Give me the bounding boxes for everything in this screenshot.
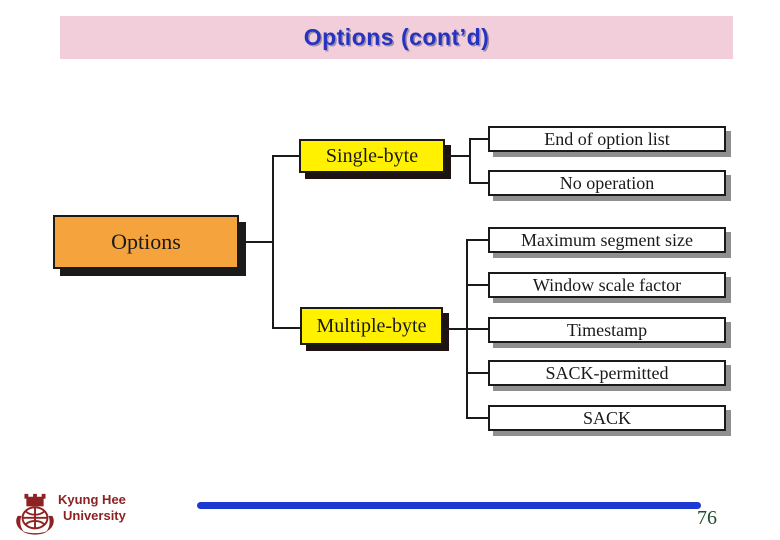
org-name-line2: University (63, 508, 126, 523)
connector-stub-no-operation (469, 182, 488, 184)
connector-stub-sack-permitted (466, 372, 488, 374)
leaf-label: Maximum segment size (521, 229, 693, 250)
leaf-window-scale-factor: Window scale factor (488, 272, 726, 298)
connector-multi-vertical (466, 239, 468, 419)
node-multiple-byte: Multiple-byte (300, 307, 443, 345)
connector-single-horizontal (445, 155, 470, 157)
leaf-maximum-segment-size: Maximum segment size (488, 227, 726, 253)
connector-stub-sack (466, 417, 488, 419)
page-number: 76 (697, 507, 717, 529)
footer-organization: Kyung Hee University (58, 492, 126, 524)
connector-root-horizontal (239, 241, 273, 243)
leaf-sack: SACK (488, 405, 726, 431)
leaf-label: End of option list (544, 128, 670, 149)
node-single-byte-label: Single-byte (325, 144, 419, 167)
leaf-no-operation: No operation (488, 170, 726, 196)
connector-to-multiple-byte (272, 327, 300, 329)
connector-stub-end-of-option-list (469, 138, 488, 140)
connector-root-vertical (272, 155, 274, 329)
leaf-label: Window scale factor (532, 274, 682, 295)
leaf-sack-permitted: SACK-permitted (488, 360, 726, 386)
node-single-byte: Single-byte (299, 139, 445, 173)
leaf-label: SACK-permitted (545, 362, 669, 383)
connector-stub-window-scale-factor (466, 284, 488, 286)
leaf-label: No operation (559, 172, 655, 193)
node-options: Options (53, 215, 239, 269)
connector-single-vertical (469, 138, 471, 184)
page-title: Options (cont’d) (303, 24, 490, 50)
slide-title-bar: Options (cont’d) (60, 16, 733, 59)
leaf-label: SACK (582, 407, 631, 428)
org-name-line1: Kyung Hee (58, 492, 126, 507)
node-options-label: Options (111, 229, 181, 254)
leaf-label: Timestamp (566, 319, 648, 340)
connector-multi-horizontal (443, 328, 488, 330)
connector-stub-maximum-segment-size (466, 239, 488, 241)
university-crest-icon (16, 493, 54, 535)
leaf-end-of-option-list: End of option list (488, 126, 726, 152)
leaf-timestamp: Timestamp (488, 317, 726, 343)
connector-to-single-byte (272, 155, 299, 157)
footer-divider-line (197, 502, 701, 509)
node-multiple-byte-label: Multiple-byte (316, 314, 427, 337)
